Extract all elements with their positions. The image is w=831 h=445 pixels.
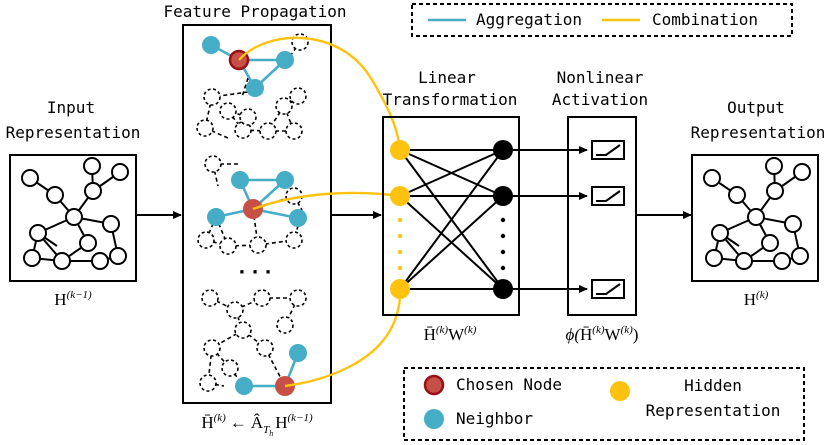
activation-unit-2 [591,186,625,206]
neighbor-label: Neighbor [456,409,533,428]
linear-title-line1: Linear [418,68,476,87]
nonlinear-title-line1: Nonlinear [557,68,644,87]
chosen-node-label: Chosen Node [456,375,562,394]
input-graph-box [9,154,137,282]
input-title-line1: Input [47,98,95,117]
nonlinear-title-line2: Activation [552,90,648,109]
propagation-graph-3 [199,289,307,396]
output-title-line1: Output [727,98,785,117]
aggregation-label: Aggregation [476,10,582,29]
propagation-formula: H̄(k)←ÂThH(k−1) [201,412,313,438]
combination-label: Combination [652,10,758,29]
arrows-linear-to-activation [513,146,588,293]
activation-formula: ϕ(H̄(k)W(k)) [566,324,639,344]
hidden-representation-swatch [610,381,630,401]
graphs-ellipsis: · · · [238,262,271,283]
activation-unit-1 [591,140,625,160]
nonlinear-activation-box [567,116,637,316]
linear-transformation-box [382,116,520,316]
output-graph-box [691,154,819,282]
input-formula: H(k−1) [54,289,92,309]
feature-propagation-title: Feature Propagation [163,2,346,21]
propagation-graph-2 [197,155,307,255]
neighbor-swatch [424,409,444,429]
propagation-graph-1 [196,33,309,140]
bottom-legend: Chosen Node Neighbor Hidden Representati… [403,367,805,441]
input-title-line2: Representation [6,123,141,142]
hidden-label-line2: Representation [646,401,781,420]
output-title-line2: Representation [691,123,826,142]
activation-unit-3 [591,279,625,299]
combination-curves [238,36,402,388]
hidden-label-line1: Hidden [684,376,742,395]
chosen-node-swatch [423,374,445,396]
linear-title-line2: Transformation [383,90,518,109]
top-legend: Aggregation Combination [411,3,793,37]
output-formula: H(k) [744,289,769,309]
linear-formula: H̄(k)W(k) [424,324,477,344]
